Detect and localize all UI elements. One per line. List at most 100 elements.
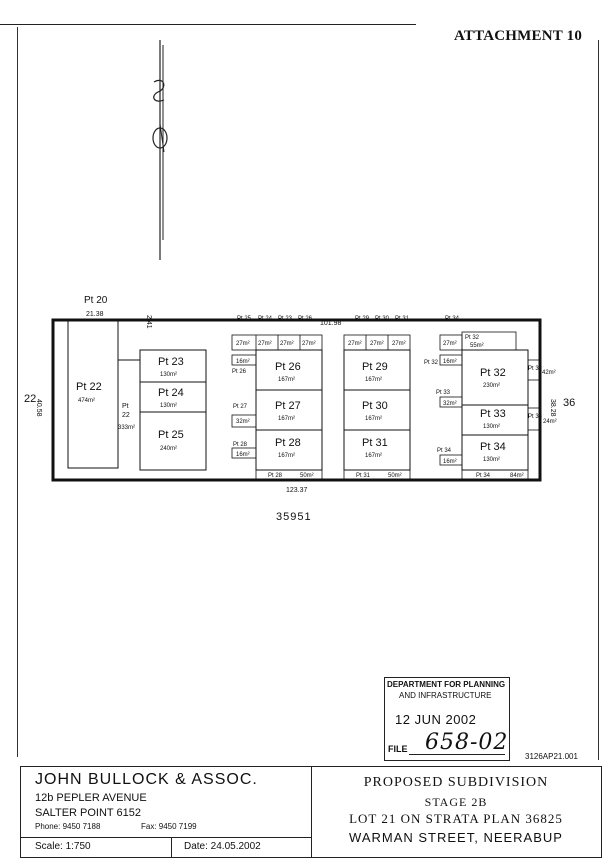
lot-pt32-name: Pt 32 [480, 367, 506, 379]
neighbour-lot-top: Pt 20 [84, 295, 108, 306]
dim-top-left: 21.38 [86, 311, 104, 318]
top-label-pt24: Pt 24 [258, 316, 273, 322]
small-pt31: Pt 31 [356, 473, 371, 479]
small-pt27: Pt 27 [233, 404, 248, 410]
lot-pt23-name: Pt 23 [158, 356, 184, 368]
frame-left-line [17, 27, 18, 757]
area-16-d: 16m² [443, 459, 457, 465]
area-24: 24m² [543, 419, 557, 425]
lot-pt29-area: 167m² [365, 377, 382, 383]
area-32-b: 32m² [443, 401, 457, 407]
firm-address1: 12b PEPLER AVENUE [35, 792, 147, 804]
lot-pt33-name: Pt 33 [480, 408, 506, 420]
top-label-pt34: Pt 34 [445, 316, 460, 322]
lot-pt24-area: 130m² [160, 403, 177, 409]
title-line3: LOT 21 ON STRATA PLAN 36825 [349, 811, 563, 826]
attachment-label: ATTACHMENT 10 [454, 28, 583, 44]
top-label-pt29: Pt 29 [355, 316, 370, 322]
frame-top-line [0, 24, 416, 25]
small-pt28-b: Pt 28 [268, 473, 283, 479]
title-block: JOHN BULLOCK & ASSOC. 12b PEPLER AVENUE … [20, 766, 602, 858]
lot-pt34-area: 130m² [483, 457, 500, 463]
drawing-scale: Scale: 1:750 [35, 841, 91, 852]
drawing-code: 3126AP21.001 [525, 752, 578, 761]
lot-pt27-name: Pt 27 [275, 400, 301, 412]
stamp-file-number: 658-02 [425, 730, 509, 755]
lot-pt31-area: 167m² [365, 453, 382, 459]
lot-pt22 [67, 319, 119, 469]
area-42: 42m² [542, 370, 556, 376]
area-27-b: 27m² [258, 341, 272, 347]
small-pt33-left: Pt 33 [436, 390, 451, 396]
dim-top-small: 2.41 [145, 315, 152, 329]
dim-bottom: 123.37 [286, 487, 308, 494]
area-16-b: 16m² [236, 452, 250, 458]
small-pt32-left: Pt 32 [424, 360, 439, 366]
block-a [139, 349, 207, 471]
area-16-a: 16m² [236, 359, 250, 365]
title-line4: WARMAN STREET, NEERABUP [349, 830, 563, 845]
top-label-pt30: Pt 30 [375, 316, 390, 322]
lot-pt26-area: 167m² [278, 377, 295, 383]
top-label-pt23: Pt 23 [278, 316, 293, 322]
subdivision-plan: Pt 20 21.38 2.41 101.98 123.37 40.58 38.… [24, 295, 575, 494]
stamp-line1: DEPARTMENT FOR PLANNING [387, 680, 506, 689]
lot-pt25-name: Pt 25 [158, 429, 184, 441]
area-27-d: 27m² [302, 341, 316, 347]
stamp-file-label: FILE [388, 744, 408, 754]
firm-name: JOHN BULLOCK & ASSOC. [35, 771, 258, 788]
dim-left: 40.58 [35, 399, 42, 417]
small-pt28-a: Pt 28 [233, 442, 248, 448]
firm-phone: Phone: 9450 7188 [35, 822, 101, 831]
lot-pt30-name: Pt 30 [362, 400, 388, 412]
small-pt33-right: Pt 33 [528, 414, 543, 420]
small-pt32-right: Pt 32 [528, 366, 543, 372]
title-line2: STAGE 2B [424, 795, 488, 809]
top-label-pt25: Pt 25 [237, 316, 252, 322]
frame-right-line [598, 40, 599, 760]
area-27-h: 27m² [443, 341, 457, 347]
lot-pt31-name: Pt 31 [362, 437, 388, 449]
lot-pt22b-num: 22 [122, 412, 130, 419]
title-divider-v [311, 767, 312, 857]
lot-pt22b-area: 333m² [118, 425, 135, 431]
stamp-date: 12 JUN 2002 [395, 712, 477, 727]
lot-pt30-area: 167m² [365, 416, 382, 422]
lot-pt25-area: 240m² [160, 446, 177, 452]
dim-right: 38.28 [549, 399, 556, 417]
top-label-pt26: Pt 26 [298, 316, 313, 322]
title-line1: PROPOSED SUBDIVISION [363, 775, 549, 790]
dim-top-mid: 101.98 [320, 320, 342, 327]
area-27-f: 27m² [370, 341, 384, 347]
area-55: 55m² [470, 343, 484, 349]
small-pt34-bottom: Pt 34 [476, 473, 491, 479]
small-pt26: Pt 26 [232, 369, 247, 375]
firm-address2: SALTER POINT 6152 [35, 807, 141, 819]
lot-pt24-name: Pt 24 [158, 387, 184, 399]
lot-pt32-area: 230m² [483, 383, 500, 389]
title-divider-h [21, 837, 311, 838]
small-pt32-top: Pt 32 [465, 335, 480, 341]
lot-pt22-name: Pt 22 [76, 381, 102, 393]
top-label-pt31: Pt 31 [395, 316, 410, 322]
firm-fax: Fax: 9450 7199 [141, 822, 197, 831]
planning-stamp: DEPARTMENT FOR PLANNING AND INFRASTRUCTU… [384, 677, 510, 761]
lot-pt34-name: Pt 34 [480, 441, 506, 453]
lot-pt33-area: 130m² [483, 424, 500, 430]
area-27-e: 27m² [348, 341, 362, 347]
lot-pt26-name: Pt 26 [275, 361, 301, 373]
area-50-b: 50m² [388, 473, 402, 479]
lot-pt23-area: 130m² [160, 372, 177, 378]
area-84: 84m² [510, 473, 524, 479]
area-27-a: 27m² [236, 341, 250, 347]
lot-pt28-name: Pt 28 [275, 437, 301, 449]
area-27-c: 27m² [280, 341, 294, 347]
lot-right: 36 [563, 397, 575, 409]
lot-pt28-area: 167m² [278, 453, 295, 459]
title-divider-v2 [171, 837, 172, 857]
stamp-file-line [409, 754, 505, 755]
lot-pt22-area: 474m² [78, 398, 95, 404]
lot-left: 22 [24, 393, 36, 405]
plan-number: 35951 [276, 511, 312, 523]
stamp-line2: AND INFRASTRUCTURE [399, 691, 492, 700]
